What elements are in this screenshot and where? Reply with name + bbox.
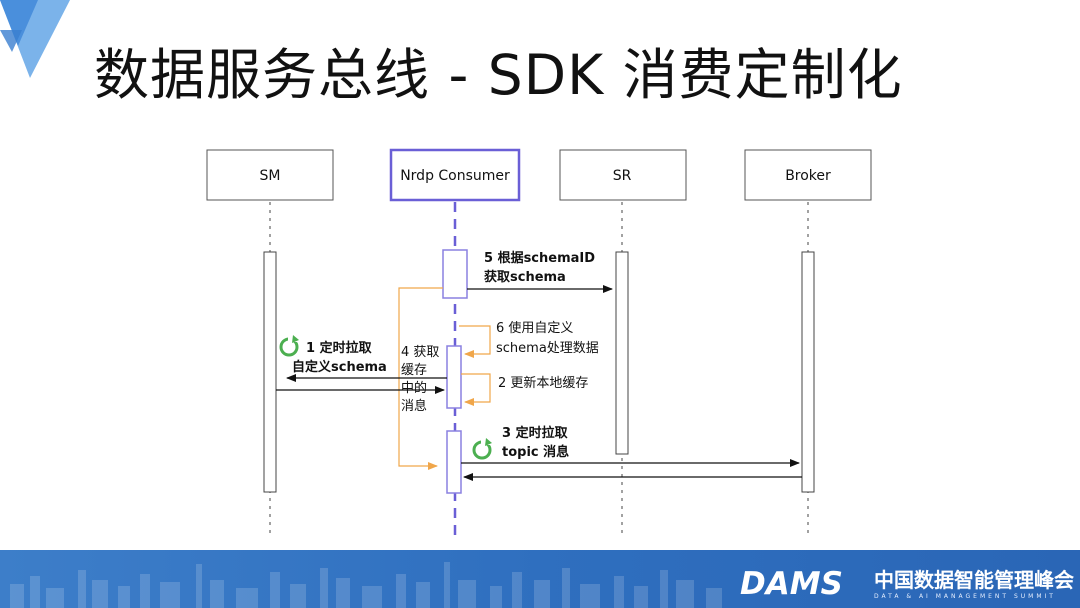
participant-broker: Broker: [744, 149, 872, 201]
corner-triangle-logo: [0, 0, 70, 78]
refresh-icon-step1: [279, 335, 299, 357]
label-step4-line4: 消息: [401, 398, 427, 414]
participant-nrdp-consumer: Nrdp Consumer: [389, 148, 521, 202]
label-step3-line1: 3 定时拉取: [502, 425, 569, 441]
activation-sm: [263, 251, 277, 493]
participant-sr-label: SR: [613, 168, 632, 184]
label-step6-line1: 6 使用自定义: [496, 320, 573, 336]
dams-logo-word: DAMS: [740, 566, 843, 602]
participant-sr: SR: [559, 149, 687, 201]
participant-broker-label: Broker: [785, 168, 831, 184]
footer-band: [0, 550, 1080, 608]
arrow-step6: [459, 325, 491, 358]
loop-line-4: [398, 287, 443, 470]
label-step3-line2: topic 消息: [502, 444, 569, 460]
arrow-step2: [461, 373, 491, 406]
refresh-icon-step3: [472, 438, 492, 460]
label-step2: 2 更新本地缓存: [498, 375, 588, 391]
dams-logo-chinese: 中国数据智能管理峰会: [874, 568, 1074, 592]
label-step5-line2: 获取schema: [484, 269, 566, 285]
label-step4-line3: 中的: [401, 380, 427, 396]
dams-logo: DAMS 中国数据智能管理峰会 DATA & AI MANAGEMENT SUM…: [740, 566, 1074, 606]
label-step1-line2: 自定义schema: [292, 359, 387, 375]
participant-sm-label: SM: [260, 168, 281, 184]
activation-consumer-3: [446, 430, 462, 494]
label-step6-line2: schema处理数据: [496, 341, 599, 356]
label-step5-line1: 5 根据schemaID: [484, 250, 595, 266]
activation-sr: [615, 251, 629, 455]
label-step1-line1: 1 定时拉取: [306, 340, 373, 356]
label-step4-line1: 4 获取: [401, 345, 439, 360]
label-step4-line2: 缓存: [401, 363, 427, 378]
slide-title: 数据服务总线 - SDK 消费定制化: [94, 43, 903, 107]
activation-consumer-2: [446, 345, 462, 409]
participant-sm: SM: [206, 149, 334, 201]
participant-consumer-label: Nrdp Consumer: [400, 168, 510, 184]
activation-consumer-1: [442, 249, 468, 299]
dams-logo-english: DATA & AI MANAGEMENT SUMMIT: [874, 593, 1056, 600]
city-skyline: [10, 562, 722, 608]
activation-broker: [801, 251, 815, 493]
